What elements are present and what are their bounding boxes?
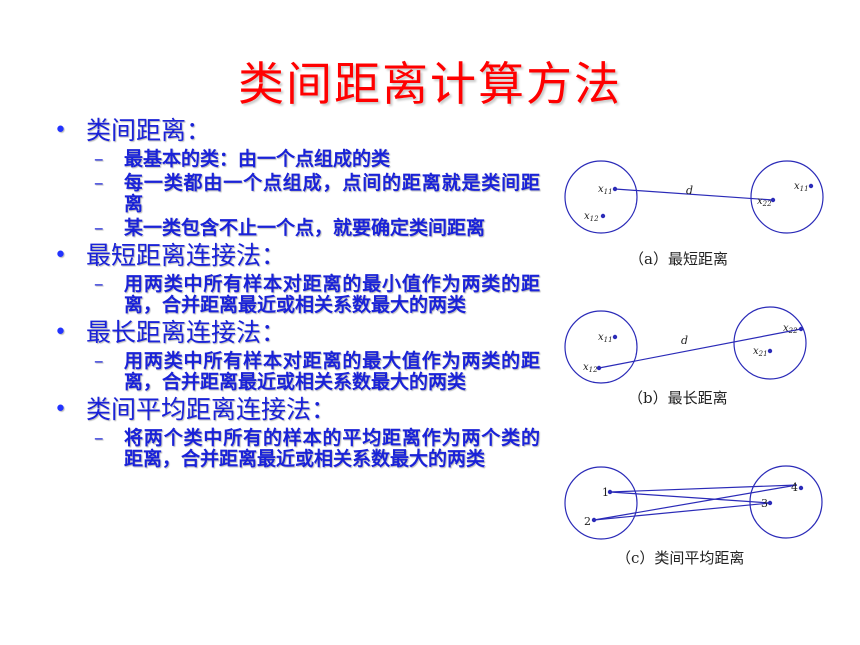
sub-item: –最基本的类：由一个点组成的类 <box>94 148 391 170</box>
cluster-circle <box>564 466 638 540</box>
sub-item: –将两个类中所有的样本的平均距离作为两个类的距离，合并距离最近或相关系数最大的两… <box>94 427 540 470</box>
point-label: 3 <box>761 497 768 510</box>
point-label: x11 <box>598 184 613 196</box>
point <box>767 500 773 506</box>
distance-label: d <box>681 334 688 347</box>
point-label: x12 <box>583 362 598 374</box>
dash-icon: – <box>94 427 104 449</box>
dash-icon: – <box>94 172 104 194</box>
point <box>591 517 597 523</box>
point <box>798 326 804 332</box>
bullet-icon: • <box>54 397 67 422</box>
cluster-circle <box>564 310 638 384</box>
distance-line <box>593 502 771 521</box>
point <box>808 183 814 189</box>
bullet-heading-1: •类间距离： <box>54 116 212 145</box>
point-label: x22 <box>757 196 772 208</box>
point <box>770 197 776 203</box>
bullet-icon: • <box>54 243 67 268</box>
sub-item: –用两类中所有样本对距离的最小值作为两类的距离，合并距离最近或相关系数最大的两类 <box>94 273 540 316</box>
bullet-icon: • <box>54 118 67 143</box>
figure-caption-b: （b）最长距离 <box>628 389 728 407</box>
figure-caption-c: （c）类间平均距离 <box>616 549 745 567</box>
point <box>607 489 613 495</box>
point-label: x22 <box>783 323 798 335</box>
point-label: x11 <box>794 181 809 193</box>
point <box>612 334 618 340</box>
bullet-heading-2: •最短距离连接法： <box>54 241 287 270</box>
point-label: 1 <box>602 486 609 499</box>
point-label: 2 <box>584 515 591 528</box>
distance-label: d <box>686 184 693 197</box>
figure-caption-a: （a）最短距离 <box>629 250 728 268</box>
figure-b <box>564 306 807 384</box>
distance-line <box>598 328 802 369</box>
point <box>596 365 602 371</box>
bullet-icon: • <box>54 320 67 345</box>
cluster-circle <box>750 160 824 234</box>
sub-item: –用两类中所有样本对距离的最大值作为两类的距离，合并距离最近或相关系数最大的两类 <box>94 350 540 393</box>
point <box>600 213 606 219</box>
cluster-circle <box>564 160 638 234</box>
figure-a <box>564 160 824 234</box>
distance-line <box>609 484 798 493</box>
distance-line <box>609 491 771 504</box>
point-label: x21 <box>753 346 768 358</box>
dash-icon: – <box>94 273 104 295</box>
bullet-heading-3: •最长距离连接法： <box>54 318 287 347</box>
point <box>798 485 804 491</box>
bullet-heading-4: •类间平均距离连接法： <box>54 395 337 424</box>
bullet-list: •类间距离： –最基本的类：由一个点组成的类 –每一类都由一个点组成，点间的距离… <box>50 114 540 470</box>
distance-line <box>593 484 798 521</box>
dash-icon: – <box>94 148 104 170</box>
dash-icon: – <box>94 350 104 372</box>
point-label: x12 <box>584 211 599 223</box>
point-label: x11 <box>598 332 613 344</box>
page-title: 类间距离计算方法 <box>238 57 622 111</box>
figure-c <box>564 465 823 540</box>
dash-icon: – <box>94 217 104 239</box>
distance-line <box>614 188 774 201</box>
point-label: 4 <box>791 481 798 494</box>
point <box>767 348 773 354</box>
sub-item: –某一类包含不止一个点，就要确定类间距离 <box>94 217 486 239</box>
point <box>612 186 618 192</box>
sub-item: –每一类都由一个点组成，点间的距离就是类间距离 <box>94 172 540 215</box>
cluster-circle <box>733 306 807 380</box>
